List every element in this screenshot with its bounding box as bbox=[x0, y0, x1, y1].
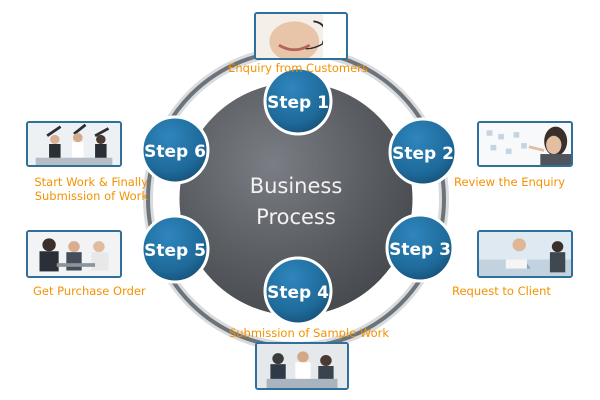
step-5-label: Step 5 bbox=[144, 241, 206, 261]
step-4-label: Step 4 bbox=[267, 283, 329, 303]
step-2-node[interactable]: Step 2 bbox=[390, 119, 456, 185]
office-team-photo bbox=[26, 230, 122, 278]
step-6-caption: Start Work & Finally Submission of Work bbox=[8, 175, 148, 203]
support-agent-photo bbox=[254, 12, 348, 60]
step-4-caption: Submission of Sample Work bbox=[229, 326, 389, 340]
step-4-node[interactable]: Step 4 bbox=[265, 258, 331, 324]
step-6-caption-line2: Submission of Work bbox=[8, 189, 148, 203]
step-6-caption-line1: Start Work & Finally bbox=[8, 175, 148, 189]
step-1-caption: Enquiry from Customers bbox=[228, 61, 368, 75]
client-meeting-photo bbox=[477, 230, 573, 278]
team-presentation-photo bbox=[255, 342, 349, 390]
step-3-caption: Request to Client bbox=[452, 284, 551, 298]
step-3-node[interactable]: Step 3 bbox=[387, 215, 453, 281]
step-1-node[interactable]: Step 1 bbox=[265, 68, 331, 134]
celebrating-team-photo bbox=[26, 121, 122, 167]
step-2-label: Step 2 bbox=[392, 144, 454, 164]
center-title-line2: Process bbox=[256, 205, 336, 229]
step-6-node[interactable]: Step 6 bbox=[142, 117, 208, 183]
touchscreen-review-photo bbox=[477, 121, 573, 167]
step-1-label: Step 1 bbox=[267, 93, 329, 113]
step-6-label: Step 6 bbox=[144, 142, 206, 162]
step-5-node[interactable]: Step 5 bbox=[142, 216, 208, 282]
step-3-label: Step 3 bbox=[389, 240, 451, 260]
step-2-caption: Review the Enquiry bbox=[454, 175, 565, 189]
center-title-line1: Business bbox=[250, 174, 343, 198]
step-5-caption: Get Purchase Order bbox=[33, 284, 146, 298]
